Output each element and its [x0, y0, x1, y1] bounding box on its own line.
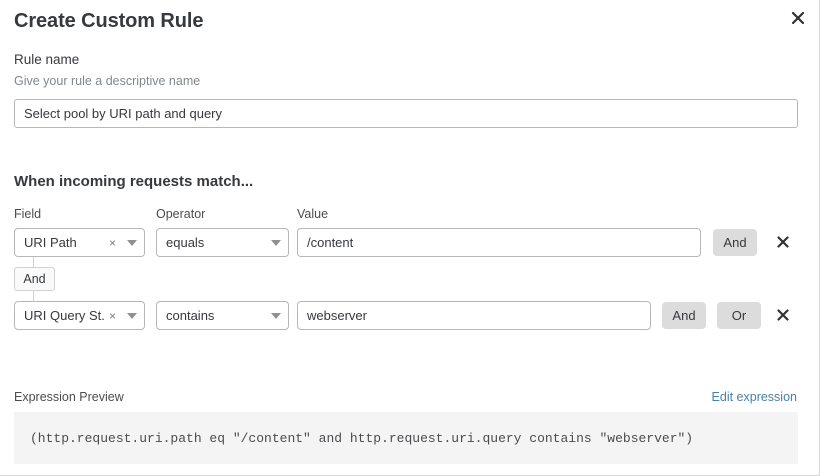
connector-and-badge[interactable]: And: [14, 267, 55, 291]
and-button-row-1[interactable]: And: [713, 229, 757, 256]
clear-icon[interactable]: ×: [108, 308, 116, 323]
expression-preview-label: Expression Preview: [14, 390, 124, 404]
expression-preview-code: (http.request.uri.path eq "/content" and…: [14, 412, 798, 464]
chevron-down-icon[interactable]: [264, 312, 288, 319]
chevron-down-icon[interactable]: [120, 239, 144, 246]
and-button-row-2[interactable]: And: [662, 302, 706, 329]
field-select-value: URI Query St...: [24, 308, 105, 323]
rule-name-label: Rule name: [14, 52, 80, 67]
value-input-row-2[interactable]: [297, 301, 651, 330]
close-icon[interactable]: [786, 6, 810, 30]
operator-select-row-2[interactable]: contains: [156, 301, 289, 330]
edit-expression-link[interactable]: Edit expression: [711, 390, 797, 404]
page-title: Create Custom Rule: [14, 10, 204, 32]
chevron-down-icon[interactable]: [264, 239, 288, 246]
field-select-value: URI Path: [24, 235, 77, 250]
field-select-row-1[interactable]: URI Path ×: [14, 228, 145, 257]
column-header-field: Field: [14, 207, 42, 221]
condition-row: URI Query St... × contains And Or: [0, 301, 819, 330]
delete-condition-icon-row-2[interactable]: [773, 305, 793, 325]
column-header-operator: Operator: [156, 207, 206, 221]
delete-condition-icon-row-1[interactable]: [773, 232, 793, 252]
chevron-down-icon[interactable]: [120, 312, 144, 319]
match-conditions-heading: When incoming requests match...: [14, 173, 254, 190]
or-button-row-2[interactable]: Or: [717, 302, 761, 329]
connector-line-top: [33, 257, 34, 267]
clear-icon[interactable]: ×: [108, 235, 116, 250]
operator-select-value: equals: [166, 235, 205, 250]
operator-select-value: contains: [166, 308, 215, 323]
condition-connector: And: [14, 257, 102, 301]
condition-row: URI Path × equals And: [0, 228, 819, 257]
value-input-row-1[interactable]: [297, 228, 701, 257]
rule-name-help-text: Give your rule a descriptive name: [14, 74, 201, 88]
field-select-row-2[interactable]: URI Query St... ×: [14, 301, 145, 330]
connector-line-bottom: [33, 291, 34, 301]
column-header-value: Value: [297, 207, 329, 221]
rule-name-input[interactable]: [14, 99, 798, 128]
operator-select-row-1[interactable]: equals: [156, 228, 289, 257]
